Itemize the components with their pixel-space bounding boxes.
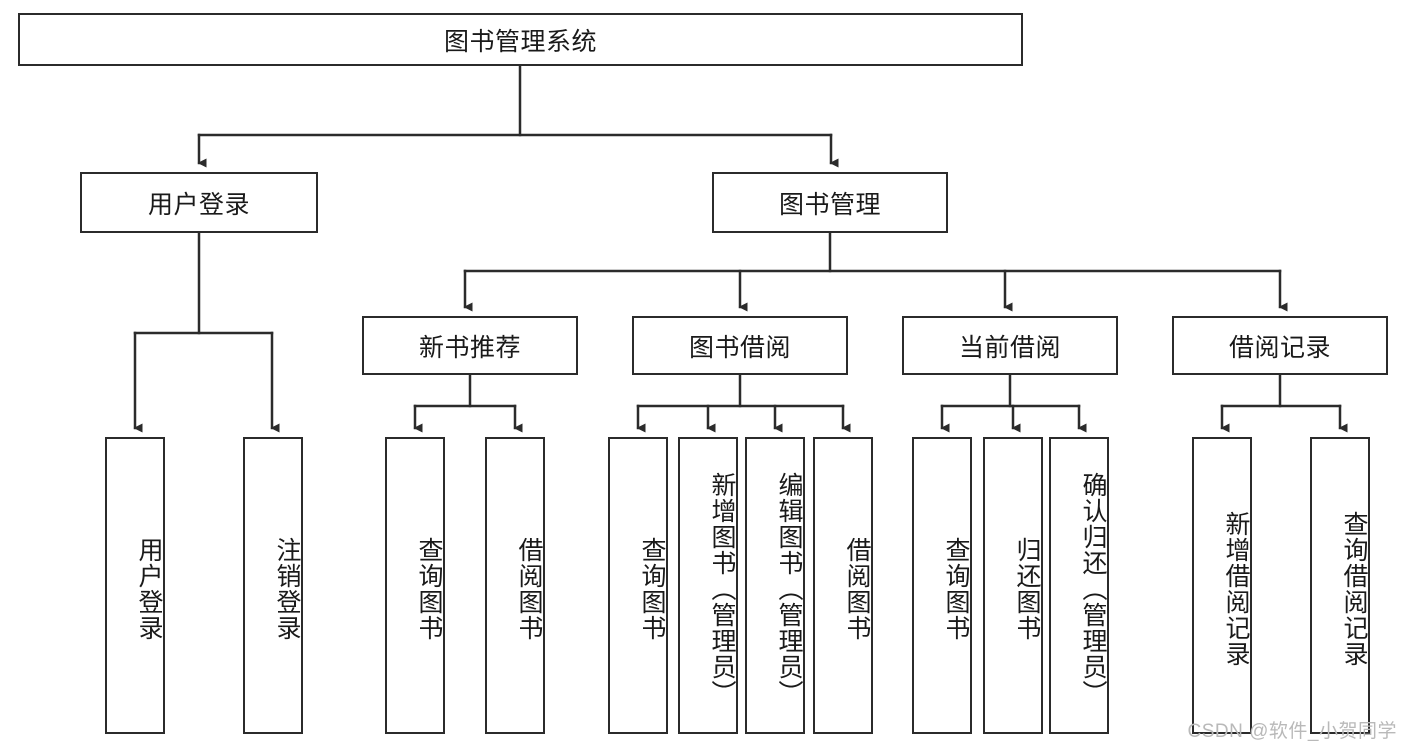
node-label: 编辑图书（管理员） xyxy=(775,471,803,706)
edge-group-book-manage xyxy=(463,231,1288,312)
node-root-system[interactable]: 图书管理系统 xyxy=(18,13,1023,66)
node-book-borrow[interactable]: 图书借阅 xyxy=(632,316,848,375)
node-leaf-add-book-admin[interactable]: 新增图书（管理员） xyxy=(678,437,738,734)
node-label: 归还图书 xyxy=(1013,536,1041,641)
node-book-manage[interactable]: 图书管理 xyxy=(712,172,948,233)
edge-group-new-book-rec xyxy=(413,373,523,433)
node-label: 用户登录 xyxy=(135,536,163,641)
node-label: 图书借阅 xyxy=(688,333,791,362)
node-leaf-user-logout[interactable]: 注销登录 xyxy=(243,437,303,734)
edge-group-book-borrow xyxy=(636,373,851,433)
node-label: 当前借阅 xyxy=(958,333,1061,362)
node-label: 借阅记录 xyxy=(1228,333,1331,362)
node-leaf-add-borrow-record[interactable]: 新增借阅记录 xyxy=(1192,437,1252,734)
node-new-book-recommendation[interactable]: 新书推荐 xyxy=(362,316,578,375)
node-label: 用户登录 xyxy=(147,190,250,219)
node-label: 查询图书 xyxy=(942,536,970,641)
node-label: 新书推荐 xyxy=(418,333,521,362)
edge-group-borrow-record xyxy=(1220,373,1348,433)
node-leaf-lend-book[interactable]: 借阅图书 xyxy=(813,437,873,734)
node-label: 查询图书 xyxy=(638,536,666,641)
node-label: 查询借阅记录 xyxy=(1340,510,1368,667)
node-label: 新增图书（管理员） xyxy=(708,471,736,706)
node-leaf-query-book-borrow[interactable]: 查询图书 xyxy=(608,437,668,734)
node-leaf-borrow-book-rec[interactable]: 借阅图书 xyxy=(485,437,545,734)
node-label: 注销登录 xyxy=(273,536,301,641)
node-leaf-confirm-return-admin[interactable]: 确认归还（管理员） xyxy=(1049,437,1109,734)
node-label: 确认归还（管理员） xyxy=(1079,471,1107,706)
node-label: 借阅图书 xyxy=(843,536,871,641)
edge-group-current-borrow xyxy=(940,373,1087,433)
node-user-login[interactable]: 用户登录 xyxy=(80,172,318,233)
node-leaf-query-borrow-record[interactable]: 查询借阅记录 xyxy=(1310,437,1370,734)
edge-group-user-login xyxy=(133,231,280,433)
node-leaf-return-book[interactable]: 归还图书 xyxy=(983,437,1043,734)
csdn-watermark: CSDN @软件_小贺同学 xyxy=(1187,721,1397,742)
node-label: 图书管理 xyxy=(778,190,881,219)
edge-group-root xyxy=(197,64,839,168)
node-leaf-user-login[interactable]: 用户登录 xyxy=(105,437,165,734)
node-leaf-query-book-current[interactable]: 查询图书 xyxy=(912,437,972,734)
node-borrow-record[interactable]: 借阅记录 xyxy=(1172,316,1388,375)
node-leaf-query-book-rec[interactable]: 查询图书 xyxy=(385,437,445,734)
node-current-borrow[interactable]: 当前借阅 xyxy=(902,316,1118,375)
node-label: 查询图书 xyxy=(415,536,443,641)
node-label: 借阅图书 xyxy=(515,536,543,641)
node-leaf-edit-book-admin[interactable]: 编辑图书（管理员） xyxy=(745,437,805,734)
node-label: 图书管理系统 xyxy=(443,27,597,56)
node-label: 新增借阅记录 xyxy=(1222,510,1250,667)
